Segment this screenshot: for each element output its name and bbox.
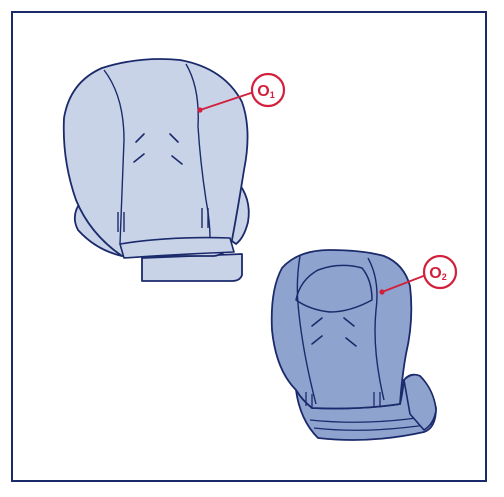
seat-cover-1-base (141, 253, 243, 282)
seat-cover-2-headrest (295, 264, 373, 313)
callout-2-leader (381, 274, 427, 293)
callout-2: O2 (379, 254, 458, 295)
seat-cover-1-harness-slots (133, 133, 183, 165)
callout-1-circle (250, 72, 286, 108)
seat-cover-2 (270, 249, 437, 441)
seat-cover-2-belt-ticks (305, 392, 381, 408)
seat-cover-1-seam-left (103, 69, 125, 245)
callout-2-label: O2 (429, 265, 446, 282)
seat-cover-2-seam-right (367, 257, 385, 401)
seat-cover-1-seam-right (185, 63, 211, 239)
seat-cover-1-belt-ticks (117, 208, 209, 232)
callout-1-leader (199, 91, 255, 111)
callout-1: O1 (197, 72, 286, 113)
seat-cover-1-shell (62, 58, 249, 257)
seat-cover-2-harness-slots (311, 317, 357, 347)
callout-2-circle (422, 254, 458, 290)
callout-2-dot (379, 289, 385, 295)
seat-cover-2-seam-left (296, 255, 317, 405)
seat-cover-1-cushion (119, 236, 235, 259)
seat-cover-1 (62, 58, 250, 282)
seat-cover-2-right-wing (403, 373, 437, 431)
callout-1-label: O1 (257, 83, 274, 100)
callout-1-dot (197, 107, 203, 113)
